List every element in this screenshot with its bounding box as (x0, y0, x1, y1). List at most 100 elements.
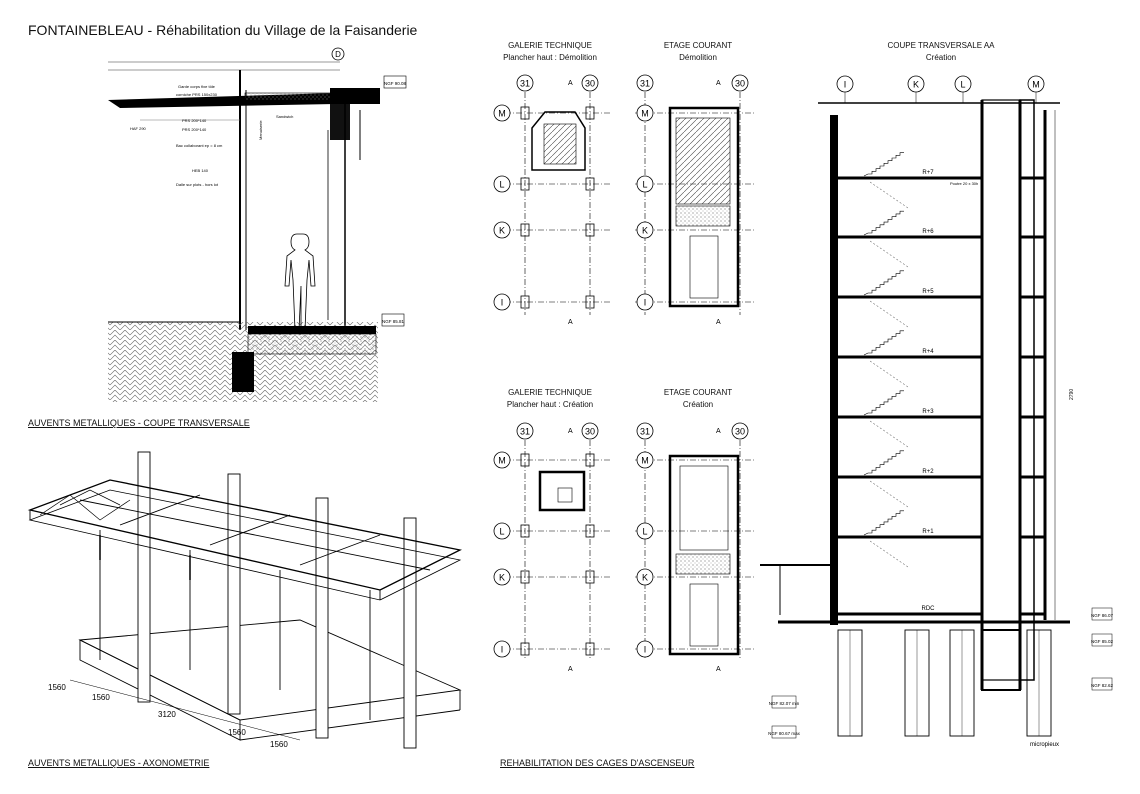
grid-row-K-p3-label: K (642, 573, 648, 583)
grid-row-L-p0: L (493, 175, 511, 193)
grid-row-M-p2: M (493, 451, 511, 469)
grid-row-K-p1-label: K (642, 226, 648, 236)
note-prs-1: PRS 200*140 (182, 118, 207, 123)
ngf-coupe-4: NGF 82.07 min (769, 701, 800, 706)
grid-row-M-p0: M (493, 104, 511, 122)
grid-col-31-p3-label: 31 (640, 427, 650, 437)
grid-col-31-p0: 31 (516, 74, 534, 92)
note-haf: HAF 290 (130, 126, 147, 131)
page-title: FONTAINEBLEAU - Réhabilitation du Villag… (28, 22, 418, 38)
grid-row-I-p2: I (493, 640, 511, 658)
coupe-axis-K-label: K (913, 80, 919, 90)
grid-row-K-p3: K (636, 568, 654, 586)
section-mark: A (716, 80, 721, 87)
grid-col-31-p2: 31 (516, 422, 534, 440)
column-stub (520, 642, 530, 656)
grid-row-L-p2-label: L (499, 527, 504, 537)
grid-row-M-p1-label: M (641, 109, 649, 119)
note-depth: 2790 (1069, 389, 1075, 400)
axo-dim-3: 3120 (158, 710, 176, 719)
grid-row-K-p2-label: K (499, 573, 505, 583)
column-stub (520, 453, 530, 467)
column-stub (520, 570, 530, 584)
stair-flight (863, 510, 904, 536)
column-stub (585, 223, 595, 237)
level-label-R+1: R+1 (922, 529, 934, 535)
note-garde-corps: Garde corps fixe tôle (178, 84, 216, 89)
section-mark: A (568, 666, 573, 673)
note-prs-2: PRS 200*140 (182, 127, 207, 132)
auvent-axonometry (27, 451, 462, 749)
note-poutre: Poutre 20 x 30h (950, 181, 978, 186)
axo-dim-5: 1560 (270, 740, 288, 749)
note-micropieux: micropieux (1030, 742, 1059, 748)
ngf-bottom-label: NGF 85.81 (382, 319, 405, 324)
grid-row-L-p1-label: L (642, 180, 647, 190)
grid-row-I-p3: I (636, 640, 654, 658)
stair-flight (863, 270, 904, 296)
grid-row-M-p2-label: M (498, 456, 506, 466)
grid-row-I-p3-label: I (644, 645, 647, 655)
grid-row-L-p1: L (636, 175, 654, 193)
grid-row-I-p1: I (636, 293, 654, 311)
grid-row-L-p0-label: L (499, 180, 504, 190)
level-label-R+2: R+2 (922, 469, 934, 475)
grid-row-K-p1: K (636, 221, 654, 239)
stair-flight (863, 450, 904, 476)
note-dalle: Dalle sur plots - hors lot (176, 182, 219, 187)
ngf-coupe-1: NGF 86.07 (1091, 613, 1114, 618)
caption-elevators: REHABILITATION DES CAGES D'ASCENSEUR (500, 758, 695, 768)
coupe-axis-M: M (1027, 75, 1045, 93)
grid-col-30-p0: 30 (581, 74, 599, 92)
level-label-RDC: RDC (922, 606, 936, 612)
ngf-coupe-2: NGF 85.02 (1091, 639, 1114, 644)
grid-col-31-p2-label: 31 (520, 427, 530, 437)
column-stub (520, 106, 530, 120)
level-label-R+7: R+7 (922, 170, 934, 176)
column-stub (585, 106, 595, 120)
grid-row-M-p3-label: M (641, 456, 649, 466)
grid-row-L-p3: L (636, 522, 654, 540)
grid-row-K-p2: K (493, 568, 511, 586)
grid-row-L-p3-label: L (642, 527, 647, 537)
grid-col-30-p1: 30 (731, 74, 749, 92)
grid-row-I-p0-label: I (501, 298, 504, 308)
column-stub (520, 524, 530, 538)
stair-flight (863, 330, 904, 356)
ngf-top-label: NGF 90.08 (384, 81, 407, 86)
column-stub (520, 295, 530, 309)
column-stub (585, 453, 595, 467)
grid-row-M-p1: M (636, 104, 654, 122)
level-label-R+3: R+3 (922, 409, 934, 415)
note-heb: HEB 140 (192, 168, 209, 173)
auvent-section: D NGF 90.08 NGF 85.81 HAF 290 Garde corp… (108, 47, 407, 402)
coupe-transversale (760, 99, 1070, 691)
section-mark: A (568, 428, 573, 435)
coupe-axis-K: K (907, 75, 925, 93)
coupe-axis-M-label: M (1032, 80, 1040, 90)
caption-section: AUVENTS METALLIQUES - COUPE TRANSVERSALE (28, 418, 250, 428)
caption-axonometry: AUVENTS METALLIQUES - AXONOMETRIE (28, 758, 210, 768)
stair-flight (863, 390, 904, 416)
column-stub (520, 223, 530, 237)
grid-col-30-p0-label: 30 (585, 79, 595, 89)
grid-col-31-p1: 31 (636, 74, 654, 92)
coupe-axis-L-label: L (960, 80, 965, 90)
grid-row-L-p2: L (493, 522, 511, 540)
ngf-coupe-5: NGF 80.67 max (768, 731, 801, 736)
grid-row-M-p0-label: M (498, 109, 506, 119)
level-label-R+4: R+4 (922, 349, 934, 355)
grid-col-31-p0-label: 31 (520, 79, 530, 89)
level-label-R+6: R+6 (922, 229, 934, 235)
grid-col-30-p1-label: 30 (735, 79, 745, 89)
grid-row-I-p0: I (493, 293, 511, 311)
column-stub (585, 570, 595, 584)
axis-D-label: D (335, 50, 341, 59)
